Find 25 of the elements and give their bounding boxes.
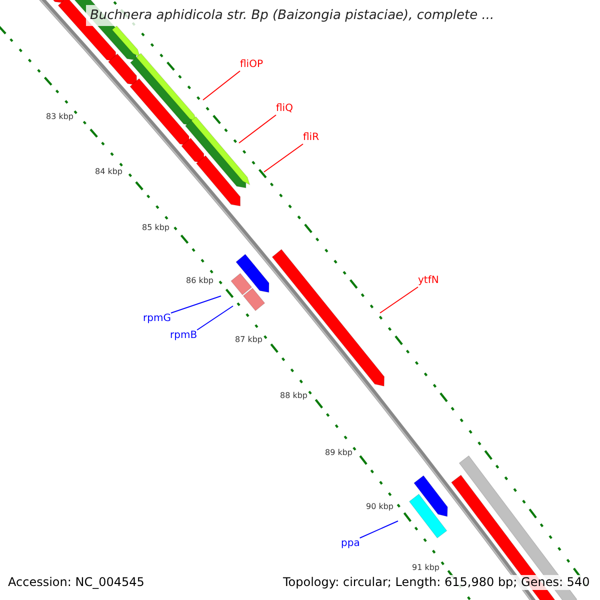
position-label: 84 kbp: [95, 167, 123, 177]
gene-label: ytfN: [418, 275, 439, 287]
position-label: 91 kbp: [412, 563, 440, 573]
leader-line: [359, 520, 398, 538]
position-label: 83 kbp: [46, 112, 74, 122]
gene-label: rpmB: [170, 330, 198, 342]
gene-label: rpmG: [143, 313, 171, 325]
leader-line: [170, 296, 222, 314]
gene-label: fliR: [303, 132, 320, 144]
position-label: 86 kbp: [186, 276, 214, 286]
gene-label: fliOP: [240, 59, 263, 71]
leader-line: [202, 70, 240, 100]
position-label: 88 kbp: [280, 391, 308, 401]
position-label: 89 kbp: [325, 448, 353, 458]
position-label: 90 kbp: [366, 502, 394, 512]
accession-text: Accession: NC_004545: [8, 575, 144, 590]
leader-line: [264, 144, 304, 172]
position-label: 87 kbp: [235, 335, 263, 345]
gene-label: ppa: [341, 538, 360, 550]
gene-label: fliQ: [276, 103, 293, 115]
leader-line: [196, 306, 234, 330]
leader-line: [380, 286, 418, 314]
leader-line: [238, 114, 276, 144]
position-label: 85 kbp: [142, 223, 170, 233]
genome-stats-text: Topology: circular; Length: 615,980 bp; Genes: 540: [283, 575, 590, 590]
